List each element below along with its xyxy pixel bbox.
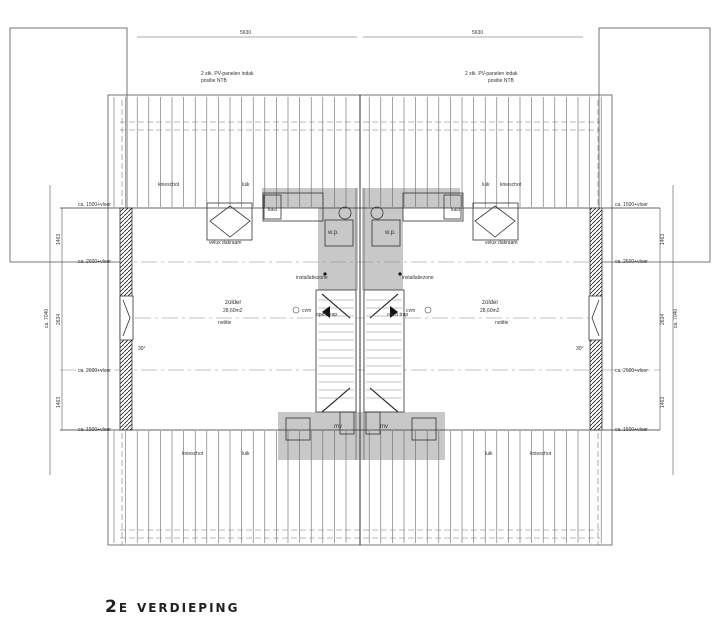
grey-zone-top-right <box>362 188 460 290</box>
right-building-outline <box>598 27 711 263</box>
hatch-bottom-left <box>285 417 311 441</box>
hatch-bottom-right <box>411 417 437 441</box>
installation-zone-marker <box>323 272 327 276</box>
right-window[interactable] <box>588 295 603 341</box>
pv-note-right-1: 2 stk. PV-panelen indak <box>465 71 518 77</box>
ventilation-label: cvm <box>406 308 415 314</box>
dim-width-left: 5630 <box>240 30 251 36</box>
dim-width-right: 5630 <box>472 30 483 36</box>
boiler-left <box>338 206 352 220</box>
ventilation-icon <box>424 306 432 314</box>
dim-height: 1463 <box>660 234 666 245</box>
grey-zone-bottom <box>278 412 445 460</box>
cabinet-label: kast <box>268 207 278 213</box>
pv-note-right-2: positie NTB <box>488 78 515 84</box>
level-label: ca. 1500+vloer <box>78 427 111 433</box>
note-label: notitie <box>218 320 232 326</box>
dim-total: ca. 7040 <box>673 309 679 328</box>
level-label: ca. 2600+vloer <box>78 368 111 374</box>
cabinet-right-inner <box>443 194 462 220</box>
window-swing <box>122 299 131 337</box>
stair-arrow-left <box>322 306 330 318</box>
ventilation-label: cvm <box>302 308 311 314</box>
heat-pump-label: w.p. <box>327 230 339 236</box>
level-label: ca. 1500+vloer <box>615 427 648 433</box>
angle-label: 30° <box>138 346 146 352</box>
heat-pump-label: w.p. <box>384 230 396 236</box>
left-window[interactable] <box>119 295 134 341</box>
installation-zone-marker <box>398 272 402 276</box>
hatch-label: luik <box>485 451 493 457</box>
stair-right[interactable] <box>363 289 405 413</box>
skylight-label: velux dakraam <box>485 240 518 246</box>
room-area: 28,60m2 <box>480 308 500 314</box>
level-label: ca. 1500+vloer <box>78 202 111 208</box>
drawing-title: 2e verdieping <box>105 597 240 617</box>
room-name: zolder <box>482 300 498 306</box>
pv-note-left-2: positie NTB <box>201 78 228 84</box>
stair-arrow-right <box>390 306 398 318</box>
level-label: ca. 2600+vloer <box>615 368 648 374</box>
boiler-right <box>370 206 384 220</box>
level-label: ca. 2600+vloer <box>615 259 648 265</box>
skylight-left[interactable] <box>206 202 253 241</box>
dim-height: 2634 <box>56 314 62 325</box>
level-label: ca. 1500+vloer <box>615 202 648 208</box>
knee-wall-label: knieschot <box>500 182 522 188</box>
skylight-right-diamond <box>474 205 516 238</box>
room-name: zolder <box>225 300 241 306</box>
skylight-left-diamond <box>209 205 251 238</box>
stair-label: open trap <box>387 312 408 318</box>
heat-pump-left <box>324 219 354 247</box>
heat-pump-right <box>371 219 401 247</box>
angle-label: 30° <box>576 346 584 352</box>
window-swing <box>591 299 600 337</box>
cabinet-label: kast <box>451 207 461 213</box>
dim-height: 2634 <box>660 314 666 325</box>
cabinet-left <box>262 192 324 222</box>
knee-wall-label: knieschot <box>530 451 552 457</box>
stair-label: open trap <box>316 312 337 318</box>
skylight-label: velux dakraam <box>209 240 242 246</box>
hatch-label: luik <box>242 451 250 457</box>
stair-left[interactable] <box>315 289 357 413</box>
mv-label: mv <box>380 424 388 430</box>
room-area: 28,60m2 <box>223 308 243 314</box>
ventilation-icon <box>292 306 300 314</box>
cabinet-left-inner <box>263 194 282 220</box>
dim-height: 1463 <box>56 234 62 245</box>
hatch-label: luik <box>482 182 490 188</box>
level-label: ca. 2600+vloer <box>78 259 111 265</box>
dim-height: 1463 <box>56 397 62 408</box>
pv-note-left-1: 2 stk. PV-panelen indak <box>201 71 254 77</box>
grey-zone-top-left <box>262 188 358 290</box>
installation-zone-label: installatiezone <box>296 275 328 281</box>
dim-total: ca. 7040 <box>44 309 50 328</box>
hatch-label: luik <box>242 182 250 188</box>
knee-wall-label: knieschot <box>182 451 204 457</box>
skylight-right[interactable] <box>472 202 519 241</box>
cabinet-right <box>402 192 464 222</box>
left-building-outline <box>9 27 128 263</box>
mv-label: mv <box>334 424 342 430</box>
note-label: notitie <box>495 320 509 326</box>
dim-height: 1463 <box>660 397 666 408</box>
installation-zone-label: installatiezone <box>402 275 434 281</box>
knee-wall-label: knieschot <box>158 182 180 188</box>
